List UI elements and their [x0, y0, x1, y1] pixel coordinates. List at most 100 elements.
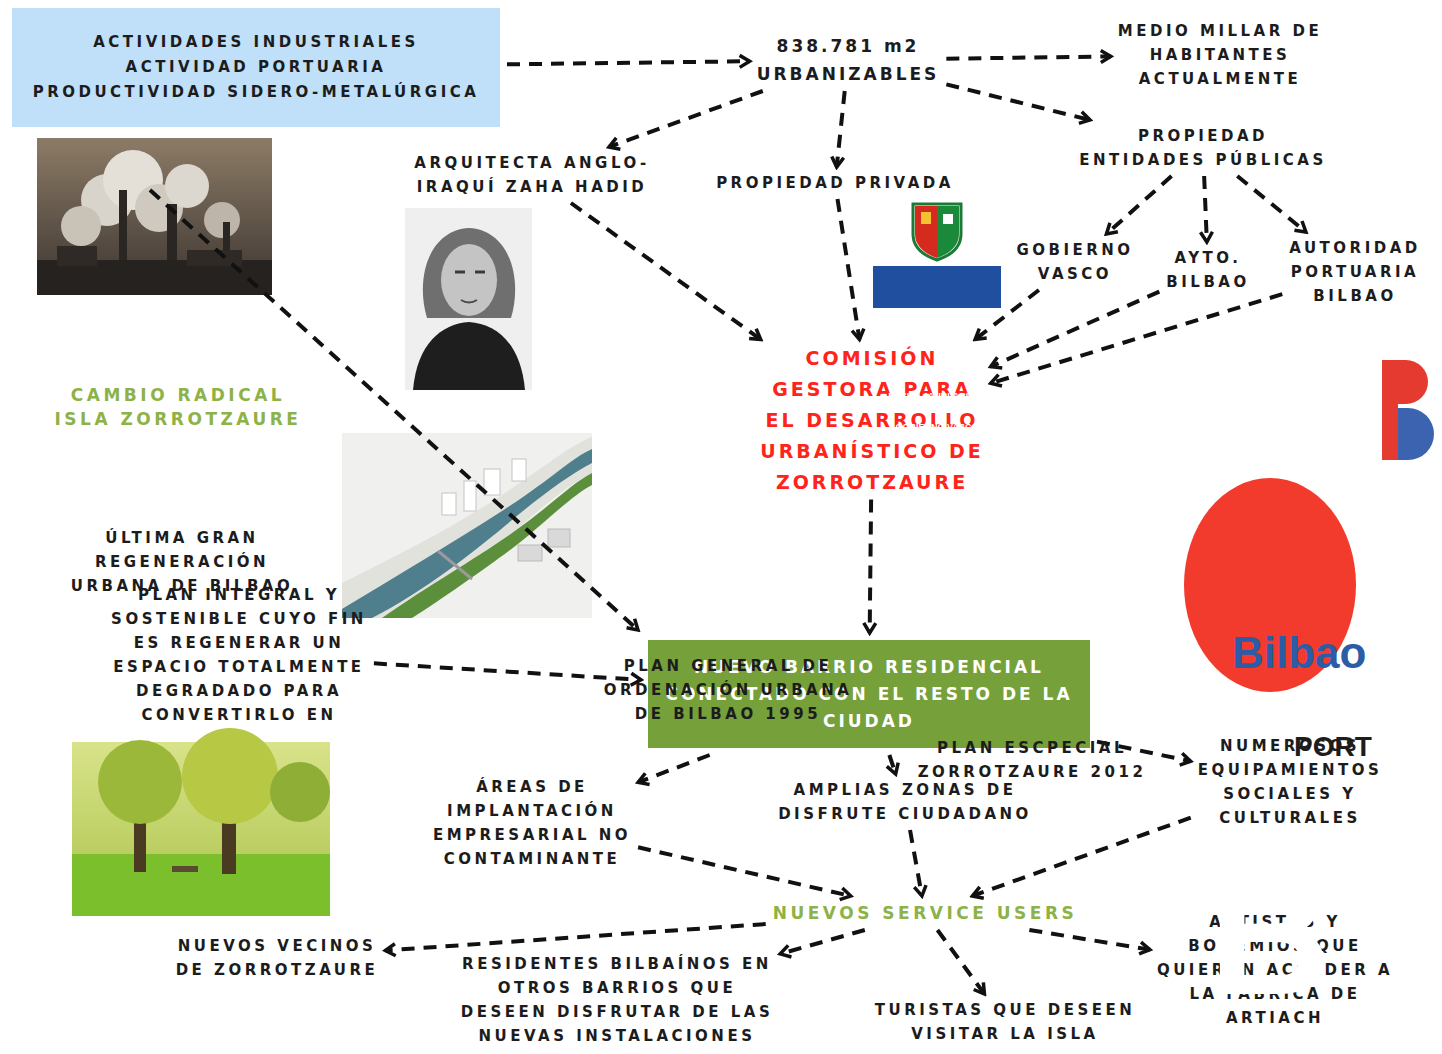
node-text: PROPIEDAD PRIVADA	[695, 171, 975, 195]
logo-bowl	[1398, 360, 1428, 404]
building	[464, 481, 476, 511]
bridge	[438, 551, 472, 579]
dashed-arrow	[972, 818, 1190, 896]
logo-wordmark: PORT	[1294, 730, 1380, 764]
source-box: ACTIVIDADES INDUSTRIALESACTIVIDAD PORTUA…	[12, 8, 500, 127]
user-group: NUEVOS VECINOS DE ZORROTZAURE	[166, 934, 388, 982]
dashed-arrow	[937, 930, 984, 994]
dashed-arrow	[385, 924, 765, 950]
building	[512, 459, 526, 481]
building	[548, 529, 570, 547]
dashed-arrow	[910, 830, 922, 896]
logo-wordmark: Bilbao	[1232, 628, 1380, 678]
dashed-arrow	[609, 91, 763, 147]
dashed-arrow	[571, 203, 761, 340]
logo-letter: B	[1184, 840, 1356, 1030]
logo-band	[873, 266, 1001, 308]
shield-detail	[943, 214, 953, 224]
node-text: PRODUCTIVIDAD SIDERO-METALÚRGICA	[20, 80, 492, 105]
island	[342, 437, 592, 618]
dashed-arrow	[975, 290, 1039, 340]
dashed-arrow	[991, 294, 1283, 383]
owner-node: PROPIEDAD ENTIDADES PÚBLICAS	[1074, 124, 1332, 172]
entity-node: AUTORIDAD PORTUARIA BILBAO	[1280, 236, 1430, 308]
node-text: GOBIERNO VASCO	[1005, 238, 1145, 286]
render-ground	[342, 433, 592, 618]
node-text: ACTIVIDAD PORTUARIA	[20, 55, 492, 80]
shield-green	[937, 206, 959, 258]
node-text: 838.781 m2 URBANIZABLES	[723, 32, 973, 88]
user-group: TURISTAS QUE DESEEN VISITAR LA ISLA	[865, 998, 1145, 1046]
dashed-arrow	[991, 292, 1160, 367]
park-photo	[72, 728, 330, 916]
dashed-arrow	[870, 500, 871, 634]
shield-red	[915, 206, 937, 258]
dashed-arrow	[780, 930, 865, 954]
dashed-arrow	[889, 755, 895, 774]
building	[442, 493, 456, 515]
figure-text: 838.781 m2 URBANIZABLES	[723, 32, 973, 88]
node-text: AUTORIDAD PORTUARIA BILBAO	[1280, 236, 1430, 308]
outcome-node: ÁREAS DE IMPLANTACIÓN EMPRESARIAL NO CON…	[421, 775, 643, 871]
node-text: PLAN INTEGRAL Y SOSTENIBLE CUYO FIN ES R…	[99, 583, 379, 727]
node-text: MEDIO MILLAR DE HABITANTES ACTUALMENTE	[1100, 19, 1340, 91]
smoke-cloud	[61, 206, 101, 246]
dashed-arrow	[946, 56, 1110, 58]
node-text: PROPIEDAD ENTIDADES PÚBLICAS	[1074, 124, 1332, 172]
dashed-arrow	[1029, 930, 1150, 950]
logo-stem	[1382, 360, 1398, 460]
entity-node: AYTO. BILBAO	[1158, 246, 1258, 294]
mouth	[461, 300, 477, 303]
photo-sky	[37, 138, 272, 295]
eyes	[455, 271, 485, 274]
portrait-photo	[405, 208, 532, 390]
dashed-arrow	[374, 663, 641, 680]
aerial-render	[342, 433, 592, 618]
owner-node: PROPIEDAD PRIVADA	[695, 171, 975, 195]
logo-bowl	[1398, 408, 1434, 460]
face	[441, 244, 497, 316]
tree-crown	[182, 728, 278, 824]
node-text: TURISTAS QUE DESEEN VISITAR LA ISLA	[865, 998, 1145, 1046]
dashed-arrow	[1237, 176, 1306, 232]
entity-node: GOBIERNO VASCO	[1005, 238, 1145, 286]
note-node: MEDIO MILLAR DE HABITANTES ACTUALMENTE	[1100, 19, 1340, 91]
plan-label: PLAN GENERAL DE ORDENACIÓN URBANA DE BIL…	[603, 654, 853, 726]
node-text: COMISIÓN GESTORA PARA EL DESARROLLO URBA…	[757, 343, 987, 498]
plan-node: PLAN INTEGRAL Y SOSTENIBLE CUYO FIN ES R…	[99, 583, 379, 727]
building	[518, 545, 542, 561]
logo-text: GOBIERNO VASCO	[873, 421, 1001, 434]
dashed-arrow	[638, 755, 710, 782]
dashed-arrow	[946, 84, 1090, 120]
node-text: NUEVOS SERVICE USERS	[735, 901, 1115, 925]
node-text: ÁREAS DE IMPLANTACIÓN EMPRESARIAL NO CON…	[421, 775, 643, 871]
node-text: NUEVOS VECINOS DE ZORROTZAURE	[166, 934, 388, 982]
port-logo-mark	[1382, 360, 1434, 460]
dashed-arrow	[507, 61, 750, 64]
dark-coat	[413, 322, 525, 390]
plan-label: PLAN ESCPECIAL ZORROTZAURE 2012	[907, 736, 1157, 784]
hair	[423, 228, 515, 318]
note-text: ÚLTIMA GRAN REGENERACIÓN URBANA DE BILBA…	[62, 526, 302, 598]
factory-building	[57, 246, 97, 266]
dashed-arrow	[638, 847, 851, 896]
logo-text: EUSKO JAURLARITZA	[873, 390, 1001, 403]
node-text: AMPLIAS ZONAS DE DISFRUTE CIUDADANO	[765, 778, 1045, 826]
users-node: NUEVOS SERVICE USERS	[735, 901, 1115, 925]
person-node: ARQUITECTA ANGLO-IRAQUÍ ZAHA HADID	[401, 151, 663, 199]
smoke-cloud	[204, 202, 240, 238]
dashed-arrow	[1204, 176, 1207, 242]
smoke-cloud	[165, 164, 209, 208]
node-text: ACTIVIDADES INDUSTRIALES	[20, 30, 492, 55]
photo-ground	[405, 208, 532, 390]
outcome-node: AMPLIAS ZONAS DE DISFRUTE CIUDADANO	[765, 778, 1045, 826]
bench	[172, 866, 198, 872]
dashed-arrow	[1106, 176, 1171, 234]
factory-photo	[37, 138, 272, 295]
government-logo	[873, 204, 1001, 308]
commission-node: COMISIÓN GESTORA PARA EL DESARROLLO URBA…	[757, 343, 987, 498]
dashed-arrow	[838, 199, 860, 340]
shield-outline	[913, 204, 961, 260]
node-text: RESIDENTES BILBAÍNOS EN OTROS BARRIOS QU…	[452, 952, 782, 1048]
